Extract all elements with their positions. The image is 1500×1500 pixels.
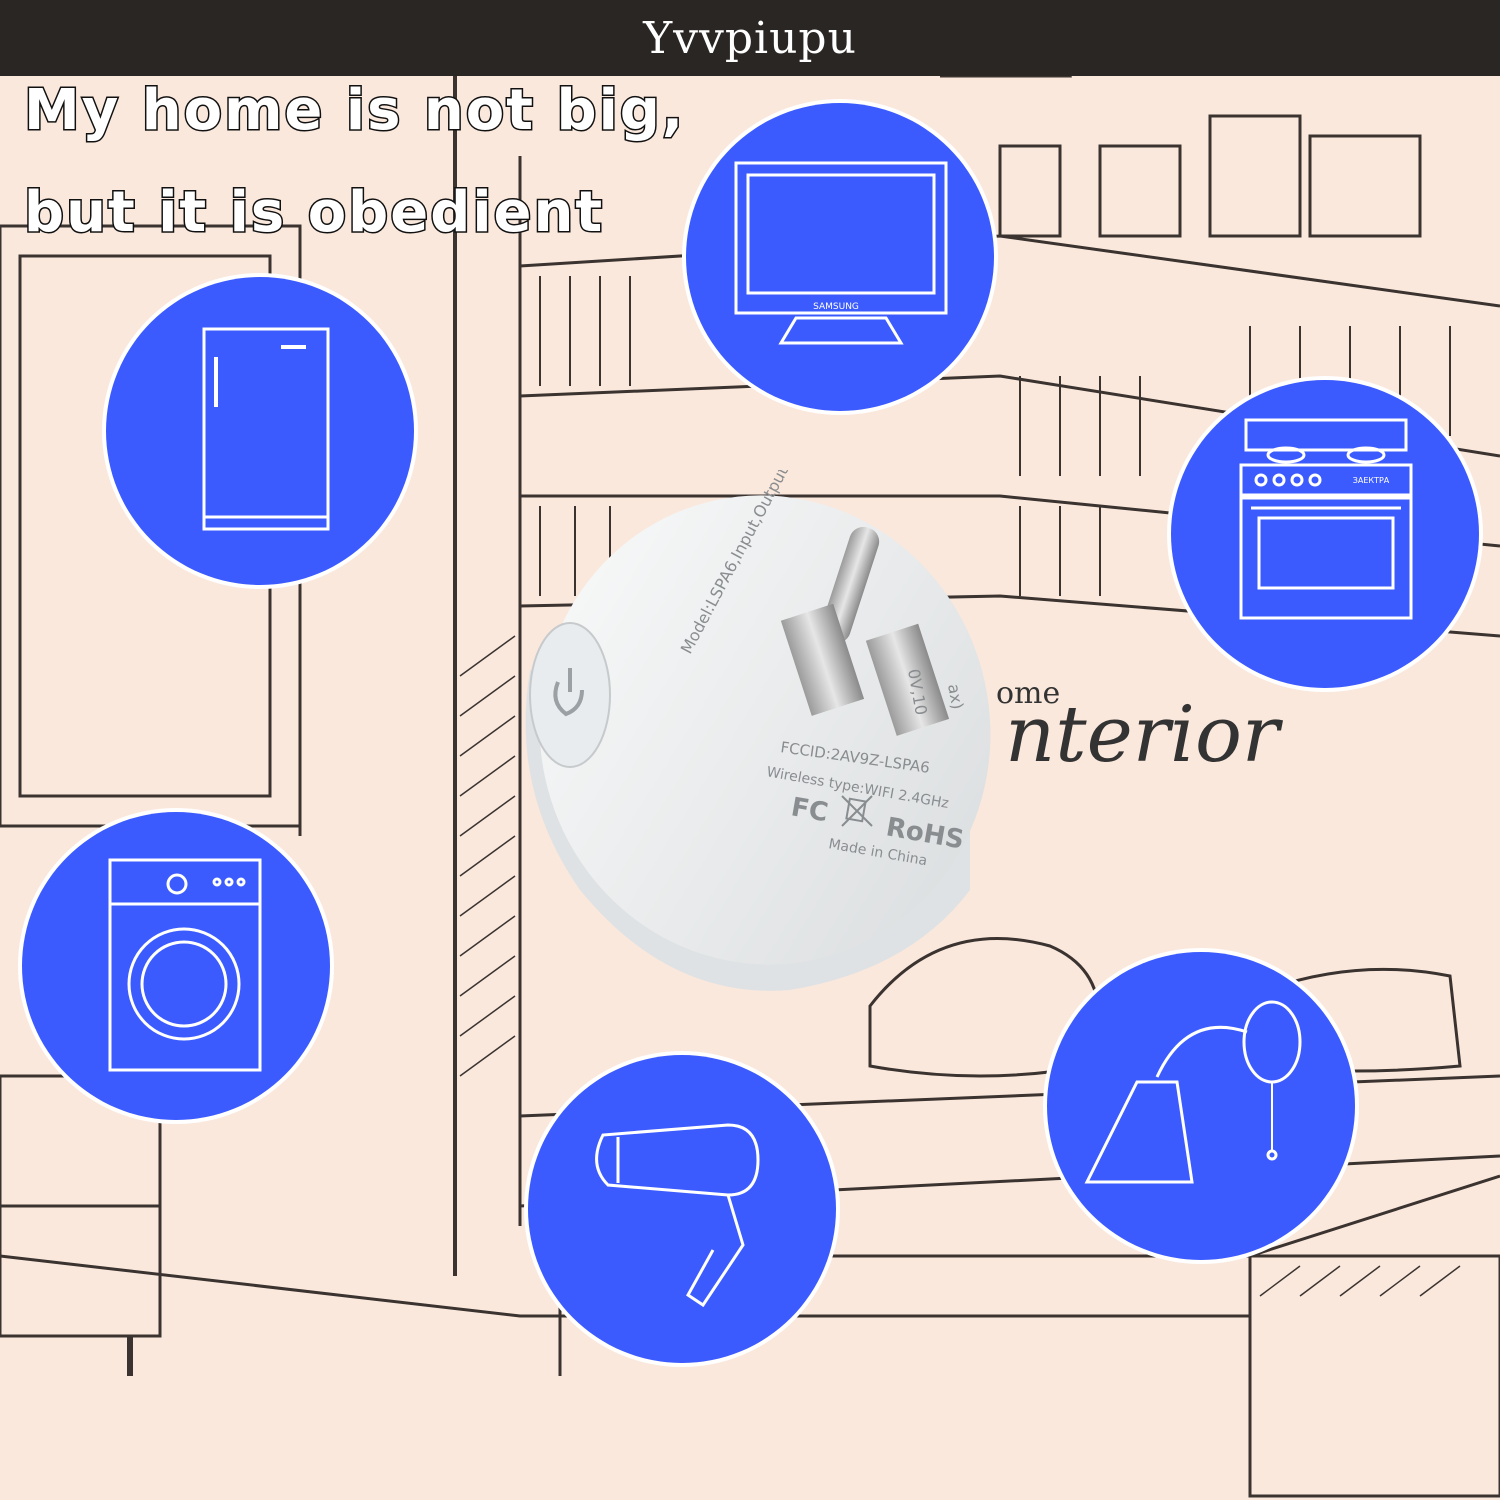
stove-circle: ЗАЕКТРА [1171,380,1479,688]
television-icon: SAMSUNG [734,161,948,345]
max-label: ax) [944,682,967,710]
tv-brand-label: SAMSUNG [813,302,859,312]
hair-dryer-icon [595,1123,760,1308]
stove-brand-label: ЗАЕКТРА [1353,476,1390,485]
brand-name: Yvvpiupu [643,12,857,64]
fc-mark: FC [789,792,830,828]
power-icon [553,668,584,717]
refrigerator-icon [202,327,330,531]
smart-plug-product: Model:LSPA6,Input,Output:AC10 0V,10 ax) … [525,470,991,991]
brand-banner: Yvvpiupu [0,0,1500,76]
television-circle: SAMSUNG [686,103,994,411]
decor-home-text: ome [996,676,1061,711]
plug-prong-left [780,603,865,716]
wall-lamp-icon [1084,1000,1302,1184]
refrigerator-circle [106,277,414,585]
plug-prong-right [865,623,950,736]
washing-machine-icon [108,858,262,1072]
hair-dryer-circle [528,1055,836,1363]
tagline-line-1: My home is not big, [22,77,686,145]
power-button [529,622,611,768]
stove-icon: ЗАЕКТРА [1239,418,1413,620]
washing-machine-circle [22,812,330,1120]
wall-lamp-circle [1047,952,1355,1260]
weee-bin-icon [841,795,873,827]
tagline-line-2: but it is obedient [22,179,605,247]
decor-interior-script: nterior [1005,690,1280,780]
